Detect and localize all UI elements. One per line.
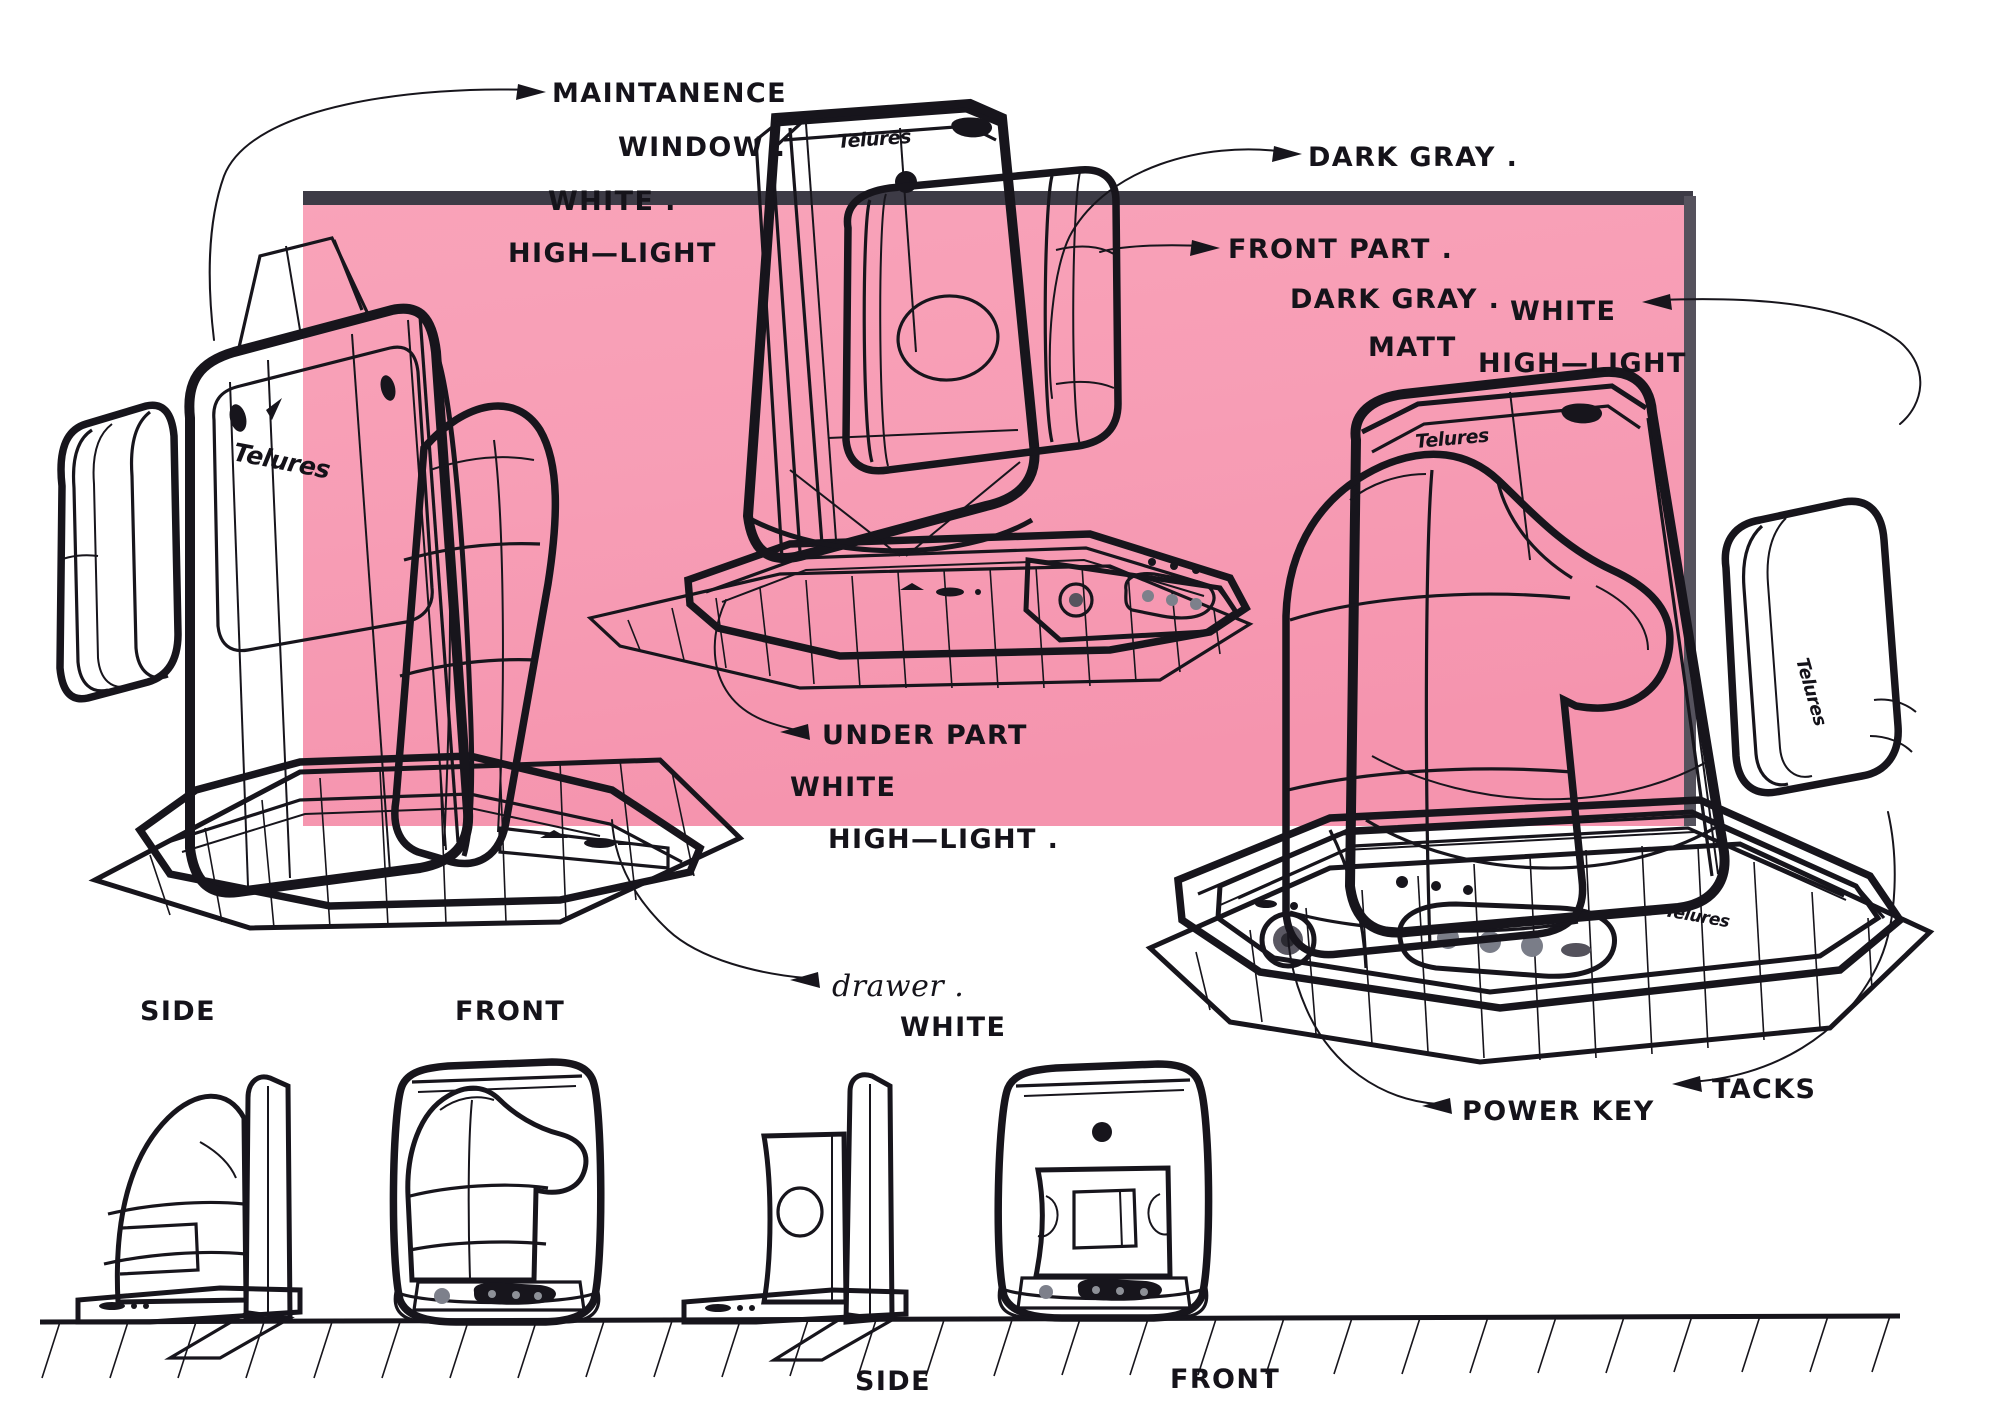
annotation-line: FRONT PART .	[1228, 234, 1453, 265]
view-label-side-main: SIDE	[140, 996, 216, 1027]
annotation-tacks: TACKS	[1712, 1074, 1816, 1105]
control-strip-center[interactable]	[1023, 557, 1240, 643]
annotation-leader-lines	[208, 84, 1922, 1114]
annotation-line: POWER KEY	[1462, 1096, 1655, 1127]
ground-hatch-bottom	[41, 1315, 1891, 1379]
front-torso-shell-center	[842, 166, 1122, 475]
annotation-front-part: FRONT PART . DARK GRAY . MATT	[1228, 234, 1500, 363]
annotation-line: MATT	[1368, 332, 1457, 363]
maintenance-window-hatch[interactable]	[212, 345, 434, 653]
ortho-view-side-2	[681, 1072, 909, 1362]
annotation-line: HIGH—LIGHT .	[828, 824, 1059, 855]
annotation-line: HIGH—LIGHT	[1478, 348, 1687, 379]
annotation-line: UNDER PART	[822, 720, 1028, 751]
annotation-line: WHITE .	[548, 186, 677, 217]
annotation-drawer: drawer . WHITE	[832, 969, 1006, 1043]
svg-text:Telures: Telures	[837, 126, 912, 153]
annotation-under-part: UNDER PART WHITE HIGH—LIGHT .	[790, 720, 1059, 855]
ortho-view-side-1	[75, 1074, 303, 1360]
ground-tile-plate-center	[586, 564, 1254, 690]
annotation-power-key: POWER KEY	[1462, 1096, 1655, 1127]
annotation-line: MAINTANENCE	[552, 78, 787, 109]
ortho-view-front-1	[389, 1058, 605, 1326]
annotation-line: WHITE	[900, 1012, 1006, 1043]
annotation-line: DARK GRAY .	[1308, 142, 1518, 173]
view-label-side-small: SIDE	[855, 1366, 931, 1397]
annotation-maintenance-window: MAINTANENCE WINDOW . WHITE . HIGH—LIGHT	[508, 78, 787, 269]
annotation-line: HIGH—LIGHT	[508, 238, 717, 269]
device-view-front-main: Telures	[586, 98, 1254, 690]
svg-text:Telures: Telures	[1791, 656, 1831, 729]
side-pod-left[interactable]	[56, 401, 182, 703]
torso-mannequin-right	[1282, 450, 1674, 959]
pink-backdrop-panel	[303, 191, 1696, 826]
annotation-line: drawer .	[832, 969, 964, 1004]
annotation-line: DARK GRAY .	[1290, 284, 1500, 315]
device-view-rear-main: Telures Telures	[1145, 366, 1935, 1065]
device-view-side-main: Telures	[56, 236, 745, 931]
annotation-line: WINDOW .	[618, 132, 786, 163]
annotation-line: WHITE	[790, 772, 896, 803]
annotation-line: WHITE	[1510, 296, 1616, 327]
ortho-views-row	[39, 1058, 1901, 1379]
annotation-dark-gray: DARK GRAY .	[1308, 142, 1518, 173]
view-label-front-main: FRONT	[455, 996, 565, 1027]
annotation-white-highlight-right: WHITE HIGH—LIGHT	[1478, 296, 1687, 379]
annotation-texts: MAINTANENCE WINDOW . WHITE . HIGH—LIGHT …	[140, 78, 1816, 1397]
torso-mannequin-left	[391, 351, 560, 868]
ortho-view-front-2	[994, 1060, 1213, 1322]
view-label-front-small: FRONT	[1170, 1364, 1280, 1395]
annotation-line: TACKS	[1712, 1074, 1816, 1105]
side-pod-right[interactable]: Telures	[1721, 497, 1917, 797]
